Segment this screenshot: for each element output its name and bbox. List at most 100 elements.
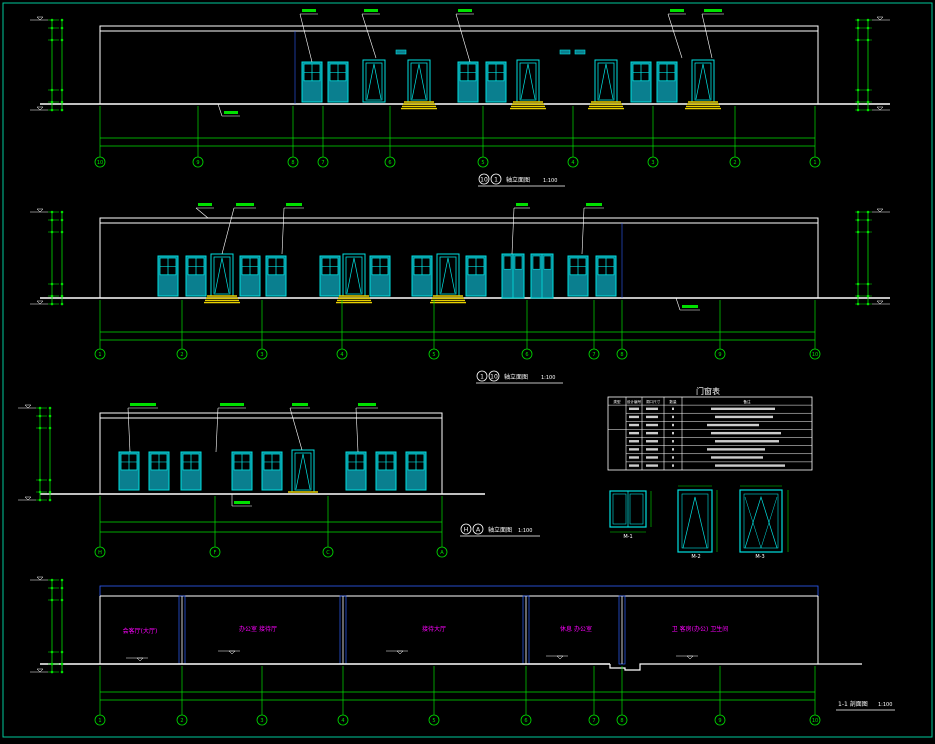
title-prefix-1: 10 [480, 177, 488, 184]
leader-callout [675, 297, 700, 311]
vent-e1-1 [395, 49, 407, 55]
axis-label: 7 [321, 160, 324, 166]
title-text-3: 轴立面图 [488, 526, 512, 534]
window-e3-6 [375, 451, 397, 491]
axis-label: C [326, 550, 330, 556]
window-e1-1 [327, 61, 349, 103]
room-label-3: 接待大厅 [422, 625, 446, 633]
axis-bubble [256, 348, 268, 360]
leader-callout [511, 203, 530, 255]
elevation-dimension-chain [30, 16, 64, 112]
window-e1-2 [457, 61, 479, 103]
axis-bubble [428, 348, 440, 360]
axis-label: 1 [813, 160, 816, 166]
axis-bubble [436, 546, 448, 558]
door-table-title: 门窗表 [696, 386, 720, 396]
leader-callout [289, 403, 310, 451]
vent-e1-3 [574, 49, 586, 55]
axis-label: 3 [651, 160, 654, 166]
title-prefix-2: 1 [480, 374, 484, 381]
axis-label: 3 [260, 352, 263, 358]
title-text-2: 轴立面图 [504, 373, 528, 381]
axis-bubble [176, 348, 188, 360]
roof-parapet [99, 412, 443, 419]
axis-bubble [94, 714, 106, 726]
window-e2-9 [595, 255, 617, 297]
leader-callout [455, 9, 474, 63]
title-scale-2: 1:100 [541, 375, 555, 381]
axis-label: 1 [98, 352, 101, 358]
leader-callout [281, 203, 304, 255]
section-ground-step [609, 663, 862, 671]
door-e1-1 [401, 59, 437, 110]
axis-label: A [440, 550, 444, 556]
detail-label-1: M-1 [623, 534, 632, 540]
axis-label: 6 [388, 160, 391, 166]
axis-bubble [256, 714, 268, 726]
leader-callout [581, 203, 604, 255]
elevation-dimension-chain [30, 208, 64, 306]
axis-bubble [809, 714, 821, 726]
axis-label: 10 [812, 718, 818, 724]
leader-callout [215, 403, 246, 453]
roof-parapet [99, 25, 819, 32]
door-e1-3 [588, 59, 624, 110]
room-label-1: 会客厅(大厅) [123, 627, 158, 635]
axis-bubble [192, 156, 204, 168]
detail-label-2: M-2 [691, 554, 700, 560]
section-1-1-title: 1-1 剖面图 1:100 [836, 700, 895, 711]
axis-label: 10 [812, 352, 818, 358]
axis-label: 5 [432, 718, 435, 724]
axis-bubble [337, 714, 349, 726]
door-e1-2 [510, 59, 546, 110]
axis-bubble [209, 546, 221, 558]
title-prefix-3: H [464, 527, 469, 534]
axis-bubble [428, 714, 440, 726]
leader-callout [195, 203, 214, 219]
leader-callout [299, 9, 318, 63]
axis-label: 7 [592, 718, 595, 724]
axis-label: 9 [718, 352, 721, 358]
door-e1-4 [685, 59, 721, 110]
window-e2-0 [157, 255, 179, 297]
window-e1-0 [301, 61, 323, 103]
axis-label: 8 [291, 160, 294, 166]
axis-bubble [714, 348, 726, 360]
window-e2-6 [411, 255, 433, 297]
elevation-1-10-title: 1 10 轴立面图 1:100 [476, 370, 563, 384]
double-door-e2-1 [501, 253, 525, 299]
window-e3-0 [118, 451, 140, 491]
title-suffix-1: 1 [494, 177, 498, 184]
axis-bubble [616, 714, 628, 726]
axis-bubble [567, 156, 579, 168]
axis-bubble [809, 156, 821, 168]
roof-parapet [99, 217, 819, 224]
room-label-2: 办公室 接待厅 [239, 625, 277, 633]
schedule-header-2: 洞口尺寸 [646, 399, 661, 404]
axis-label: 2 [180, 352, 183, 358]
schedule-frame [607, 396, 813, 471]
double-door-e2-2 [530, 253, 554, 299]
section-room-labels: 会客厅(大厅) 办公室 接待厅 接待大厅 休息 办公室 卫 客房(办公) 卫生间 [123, 625, 729, 635]
axis-label: 4 [340, 352, 343, 358]
axis-label: 9 [196, 160, 199, 166]
axis-label: 6 [525, 352, 528, 358]
axis-label: 5 [481, 160, 484, 166]
axis-label: 8 [620, 718, 623, 724]
axis-label: 6 [524, 718, 527, 724]
elevation-h-a-title: H A 轴立面图 1:100 [460, 523, 540, 537]
axis-label: 4 [571, 160, 574, 166]
window-e1-3 [485, 61, 507, 103]
axis-bubble [520, 714, 532, 726]
room-label-5: 卫 客房(办公) 卫生间 [672, 625, 729, 633]
axis-label: 7 [592, 352, 595, 358]
title-suffix-2: 10 [490, 374, 498, 381]
schedule-header-1: 设计编号 [627, 399, 642, 404]
door-e2-2 [430, 253, 466, 304]
elevation-dimension-chain [18, 404, 52, 502]
axis-label: 5 [432, 352, 435, 358]
